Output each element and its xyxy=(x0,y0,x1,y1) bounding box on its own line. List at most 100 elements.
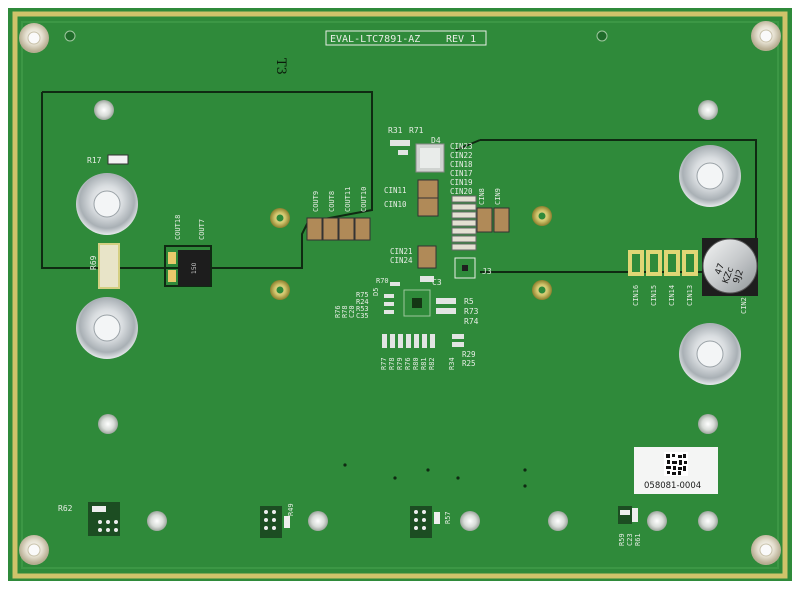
serial-number: 058081-0004 xyxy=(644,481,701,491)
qr-code-icon xyxy=(664,452,688,476)
small-hole xyxy=(64,30,718,531)
svg-text:R76: R76 xyxy=(404,357,412,370)
svg-text:CIN17: CIN17 xyxy=(450,169,473,178)
label-r62: R62 xyxy=(58,504,73,513)
serial-label-sticker: 058081-0004 xyxy=(634,447,718,494)
label-cout18: COUT18 xyxy=(174,215,182,240)
svg-text:R5: R5 xyxy=(464,297,474,306)
j3-connector xyxy=(454,257,476,279)
svg-text:R53: R53 xyxy=(356,305,369,313)
label-j3: J3 xyxy=(482,267,492,276)
svg-text:R78: R78 xyxy=(341,305,349,318)
r62-header xyxy=(88,502,120,536)
copper-trace-right xyxy=(480,139,757,240)
label-cin9: CIN9 xyxy=(494,188,502,205)
standoff-top-left xyxy=(19,23,49,53)
cout-ceramic-row xyxy=(306,217,371,241)
standoff-bottom-left xyxy=(19,535,49,565)
label-r57: R57 xyxy=(444,511,452,524)
resistor-array xyxy=(382,334,464,348)
r17-resistor xyxy=(107,154,129,165)
label-c23: C23 xyxy=(626,533,634,546)
svg-text:CIN15: CIN15 xyxy=(650,285,658,306)
board-revision: REV 1 xyxy=(446,34,476,45)
mid-right-labels: R5 R73 R74 xyxy=(464,297,479,326)
label-r25: R25 xyxy=(462,359,476,368)
label-d4: D4 xyxy=(431,136,441,145)
svg-text:D5: D5 xyxy=(372,288,380,296)
output-polymer-cap: 150 xyxy=(164,245,212,287)
vias xyxy=(343,463,527,488)
svg-text:R76: R76 xyxy=(334,305,342,318)
svg-text:R75: R75 xyxy=(356,291,369,299)
label-r29: R29 xyxy=(462,350,476,359)
svg-text:CIN23: CIN23 xyxy=(450,142,473,151)
gold-pad xyxy=(270,206,552,300)
label-cin24: CIN24 xyxy=(390,256,413,265)
label-r59: R59 xyxy=(618,533,626,546)
svg-text:CIN13: CIN13 xyxy=(686,285,694,306)
svg-text:CIN19: CIN19 xyxy=(450,178,473,187)
label-r71: R71 xyxy=(409,126,424,135)
label-cin2: CIN2 xyxy=(740,297,748,314)
copper-trace-mid xyxy=(455,139,481,151)
cin-low-cap xyxy=(417,245,437,269)
standoff-bottom-right xyxy=(751,535,781,565)
mid-left-vertical-labels: R76 R78 C20 xyxy=(334,305,356,318)
svg-text:COUT9: COUT9 xyxy=(312,191,320,212)
label-cin21: CIN21 xyxy=(390,247,413,256)
label-r31: R31 xyxy=(388,126,403,135)
mid-left-labels: R70 D5 R75 R24 R53 C35 xyxy=(356,277,389,320)
svg-text:CIN16: CIN16 xyxy=(632,285,640,306)
bottom-ref-labels: R77 R78 R79 R76 R80 R81 R82 xyxy=(380,357,436,370)
svg-text:R70: R70 xyxy=(376,277,389,285)
svg-text:R73: R73 xyxy=(464,307,479,316)
cin-ceramic-pair xyxy=(417,179,439,217)
board-edge-inner xyxy=(21,21,779,569)
r69-resistor xyxy=(98,243,120,289)
svg-text:R78: R78 xyxy=(388,357,396,370)
title-box xyxy=(325,30,487,46)
cout-labels: COUT9 COUT8 COUT11 COUT10 xyxy=(312,187,368,212)
svg-text:R24: R24 xyxy=(356,298,369,306)
cin-stack-labels: CIN23 CIN22 CIN18 CIN17 CIN19 CIN20 xyxy=(450,142,473,196)
label-cin11: CIN11 xyxy=(384,186,407,195)
svg-text:9J2: 9J2 xyxy=(732,268,746,285)
label-cout7: COUT7 xyxy=(198,219,206,240)
svg-text:R82: R82 xyxy=(428,357,436,370)
svg-text:C20: C20 xyxy=(348,305,356,318)
cin-right-pad-row xyxy=(628,250,698,276)
cin-right-labels: CIN16 CIN15 CIN14 CIN13 xyxy=(632,285,694,306)
smd-resistor-cluster xyxy=(390,140,445,173)
svg-text:CIN14: CIN14 xyxy=(668,285,676,306)
label-r69: R69 xyxy=(89,255,98,270)
svg-text:CIN18: CIN18 xyxy=(450,160,473,169)
svg-text:R81: R81 xyxy=(420,357,428,370)
label-r49: R49 xyxy=(287,503,295,516)
electrolytic-capacitor: 47 KZc 9J2 xyxy=(702,238,758,296)
r49-header xyxy=(260,506,290,538)
svg-text:150: 150 xyxy=(191,262,198,274)
label-c3: C3 xyxy=(432,278,442,287)
board-title: EVAL-LTC7891-AZ xyxy=(330,34,420,45)
label-r34: R34 xyxy=(448,357,456,370)
svg-text:CIN20: CIN20 xyxy=(450,187,473,196)
r59-cluster xyxy=(618,506,638,524)
svg-text:R74: R74 xyxy=(464,317,479,326)
svg-text:R80: R80 xyxy=(412,357,420,370)
large-hole xyxy=(76,145,741,385)
gold-edge-frame xyxy=(12,11,788,579)
label-r61: R61 xyxy=(634,533,642,546)
svg-text:CIN22: CIN22 xyxy=(450,151,473,160)
svg-text:COUT8: COUT8 xyxy=(328,191,336,212)
cin-ceramic-right xyxy=(476,207,510,233)
label-cin8: CIN8 xyxy=(478,188,486,205)
label-r17: R17 xyxy=(87,156,102,165)
r57-header xyxy=(410,506,440,538)
svg-text:R77: R77 xyxy=(380,357,388,370)
svg-text:COUT11: COUT11 xyxy=(344,187,352,212)
svg-text:47: 47 xyxy=(714,262,727,276)
svg-text:R79: R79 xyxy=(396,357,404,370)
svg-text:C35: C35 xyxy=(356,312,369,320)
